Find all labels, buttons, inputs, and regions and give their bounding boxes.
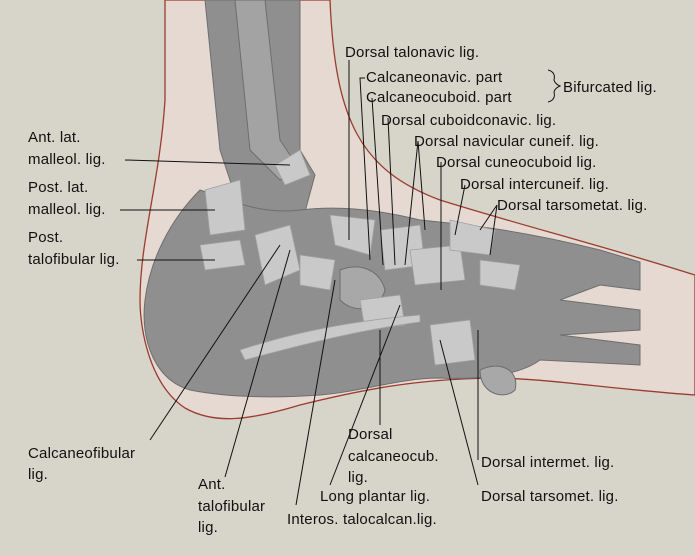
- label-post-lat-malleol-1: Post. lat.: [28, 179, 89, 196]
- label-bifurcated-lig: Bifurcated lig.: [563, 79, 657, 96]
- bifurcated-brace: [547, 69, 562, 103]
- label-dorsal-calcaneocub-3: lig.: [348, 469, 368, 486]
- label-ant-lat-malleol-1: Ant. lat.: [28, 129, 81, 146]
- leader-lines: [120, 60, 498, 506]
- label-ant-talofibular-3: lig.: [198, 519, 218, 536]
- label-post-talofibular-2: talofibular lig.: [28, 251, 120, 268]
- label-ant-talofibular-1: Ant.: [198, 476, 226, 493]
- label-dorsal-cuneocuboid-lig: Dorsal cuneocuboid lig.: [436, 154, 597, 171]
- label-calcaneofibular-2: lig.: [28, 466, 48, 483]
- label-ant-talofibular-2: talofibular: [198, 498, 266, 515]
- label-long-plantar-lig: Long plantar lig.: [320, 488, 431, 505]
- label-dorsal-calcaneocub-2: calcaneocub.: [348, 448, 439, 465]
- label-post-talofibular-1: Post.: [28, 229, 64, 246]
- label-interos-talocalcan-lig: Interos. talocalcan.lig.: [287, 511, 437, 528]
- label-post-lat-malleol-2: malleol. lig.: [28, 201, 106, 218]
- label-dorsal-talonavic-lig: Dorsal talonavic lig.: [345, 44, 480, 61]
- label-dorsal-intermet-lig: Dorsal intermet. lig.: [481, 454, 615, 471]
- label-dorsal-navicular-cuneif-lig: Dorsal navicular cuneif. lig.: [414, 133, 600, 150]
- label-dorsal-tarsometat-lig: Dorsal tarsometat. lig.: [497, 197, 648, 214]
- label-calcaneofibular-1: Calcaneofibular: [28, 445, 136, 462]
- label-ant-lat-malleol-2: malleol. lig.: [28, 151, 106, 168]
- label-dorsal-cuboidconavic-lig: Dorsal cuboidconavic. lig.: [381, 112, 557, 129]
- ligaments: [199, 149, 521, 366]
- label-calcaneocuboid-part: Calcaneocuboid. part: [366, 89, 512, 106]
- label-dorsal-intercuneif-lig: Dorsal intercuneif. lig.: [460, 176, 610, 193]
- label-dorsal-tarsomet-lig: Dorsal tarsomet. lig.: [481, 488, 619, 505]
- label-calcaneonavic-part: Calcaneonavic. part: [366, 69, 503, 86]
- label-dorsal-calcaneocub-1: Dorsal: [348, 426, 393, 443]
